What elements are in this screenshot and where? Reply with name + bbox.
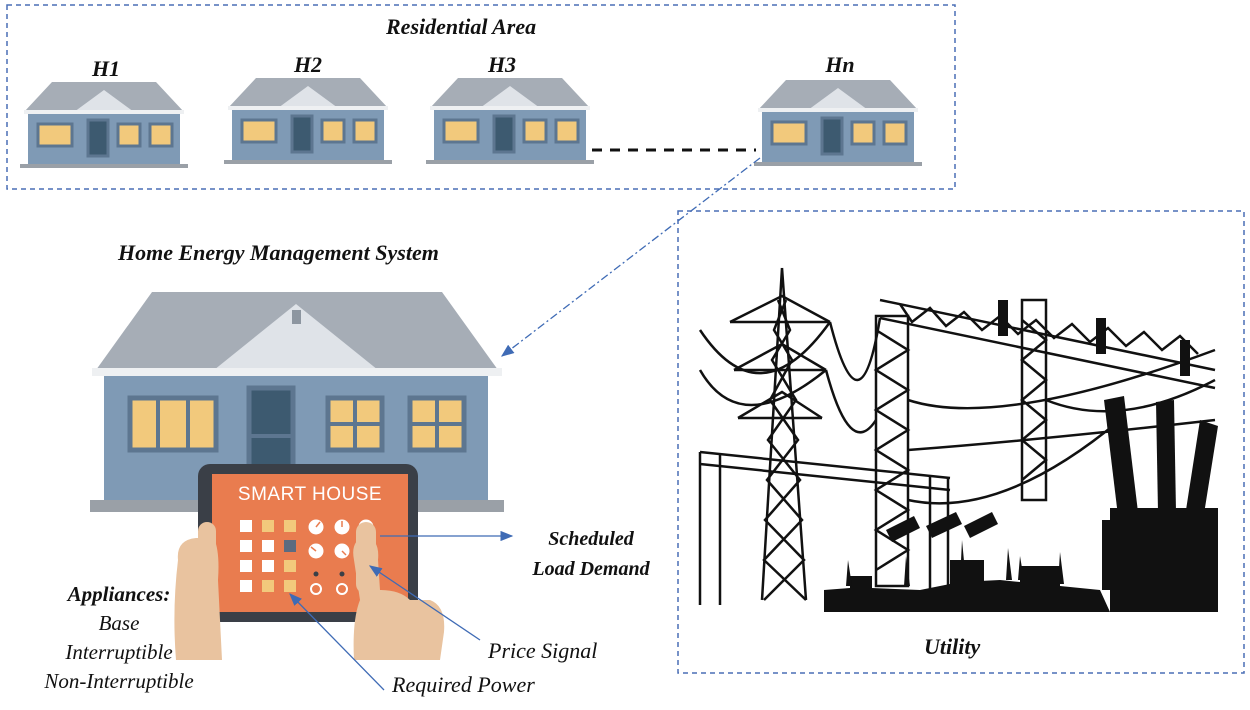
appliance-non-interruptible: Non-Interruptible bbox=[44, 669, 194, 693]
appliances-title: Appliances: bbox=[67, 582, 171, 606]
hn-to-hems-arrow bbox=[500, 157, 761, 357]
appliances-list: Appliances: Base Interruptible Non-Inter… bbox=[14, 580, 224, 696]
scheduled-load-demand-label: Scheduled Load Demand bbox=[516, 524, 666, 584]
appliance-base: Base bbox=[98, 611, 140, 635]
house-h3-icon bbox=[424, 76, 596, 166]
scheduled-line-1: Scheduled bbox=[548, 528, 634, 550]
house-label-hn: Hn bbox=[825, 52, 855, 77]
utility-equipment-icon bbox=[824, 300, 1218, 612]
required-power-arrow bbox=[289, 593, 385, 691]
house-label-h1: H1 bbox=[91, 56, 121, 81]
price-signal-label: Price Signal bbox=[488, 638, 598, 663]
utility-title: Utility bbox=[924, 634, 981, 659]
appliance-interruptible: Interruptible bbox=[65, 640, 173, 664]
hems-title: Home Energy Management System bbox=[118, 240, 439, 265]
residential-area-title: Residential Area bbox=[386, 14, 537, 39]
house-label-h3: H3 bbox=[487, 52, 517, 77]
house-label-h2: H2 bbox=[293, 52, 323, 77]
price-signal-arrow bbox=[368, 565, 481, 641]
utility-box bbox=[677, 210, 1245, 674]
house-h2-icon bbox=[222, 76, 394, 166]
required-power-label: Required Power bbox=[392, 672, 535, 697]
tablet-title: SMART HOUSE bbox=[237, 484, 383, 505]
house-hn-icon bbox=[752, 78, 924, 168]
utility-power-grid-icon bbox=[698, 267, 1216, 605]
scheduled-line-2: Load Demand bbox=[532, 558, 650, 580]
residential-area-box bbox=[6, 4, 956, 190]
house-h1-icon bbox=[18, 80, 190, 170]
hems-house-icon bbox=[90, 292, 504, 512]
